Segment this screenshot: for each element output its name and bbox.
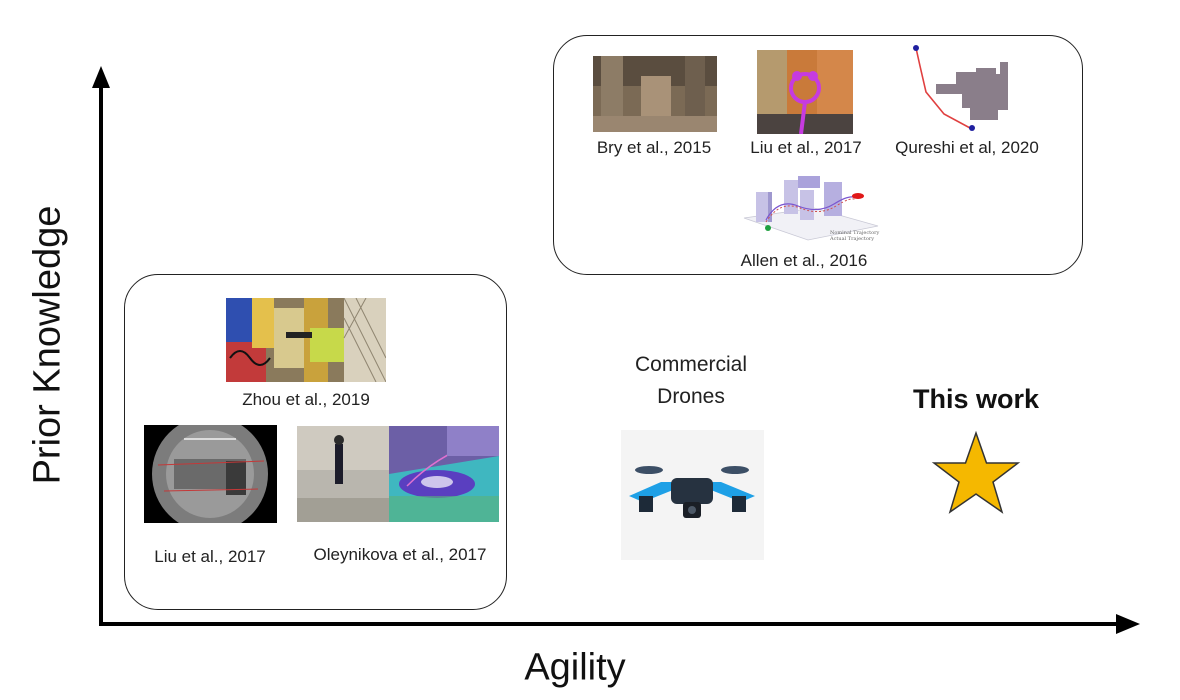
caption-liu-2017-top: Liu et al., 2017 xyxy=(750,138,862,157)
group-box-top-right xyxy=(553,35,1083,275)
trajectory-plot-icon: Nominal Trajectory Actual Trajectory xyxy=(738,168,884,244)
star-icon xyxy=(931,430,1021,514)
caption-bry-2015: Bry et al., 2015 xyxy=(596,138,712,157)
corridor-photo-icon xyxy=(593,56,717,132)
caption-liu-2017-bottom: Liu et al., 2017 xyxy=(154,547,266,566)
trajectory-legend-nominal: Nominal Trajectory xyxy=(830,230,880,236)
rendered-scene-icon xyxy=(757,50,853,134)
commercial-drones-label-line1: Commercial xyxy=(634,353,748,376)
caption-qureshi-2020: Qureshi et al, 2020 xyxy=(895,138,1039,157)
drone-mapping-icon xyxy=(297,426,499,522)
caption-allen-2016: Allen et al., 2016 xyxy=(740,251,868,270)
path-map-icon xyxy=(906,44,1026,136)
this-work-label: This work xyxy=(912,384,1040,414)
y-axis-arrowhead xyxy=(92,66,110,88)
group-box-bottom-left xyxy=(124,274,507,610)
x-axis-arrowhead xyxy=(1116,614,1140,634)
fisheye-camera-icon xyxy=(144,425,277,523)
quadcopter-icon xyxy=(621,430,764,560)
caption-zhou-2019: Zhou et al., 2019 xyxy=(242,390,370,409)
trajectory-legend-actual: Actual Trajectory xyxy=(829,236,874,242)
x-axis-label: Agility xyxy=(524,646,626,689)
commercial-drones-label-line2: Drones xyxy=(657,385,725,408)
y-axis-label: Prior Knowledge xyxy=(26,205,69,485)
cluttered-room-photo-icon xyxy=(226,298,386,382)
caption-oleynikova-2017: Oleynikova et al., 2017 xyxy=(313,545,487,564)
